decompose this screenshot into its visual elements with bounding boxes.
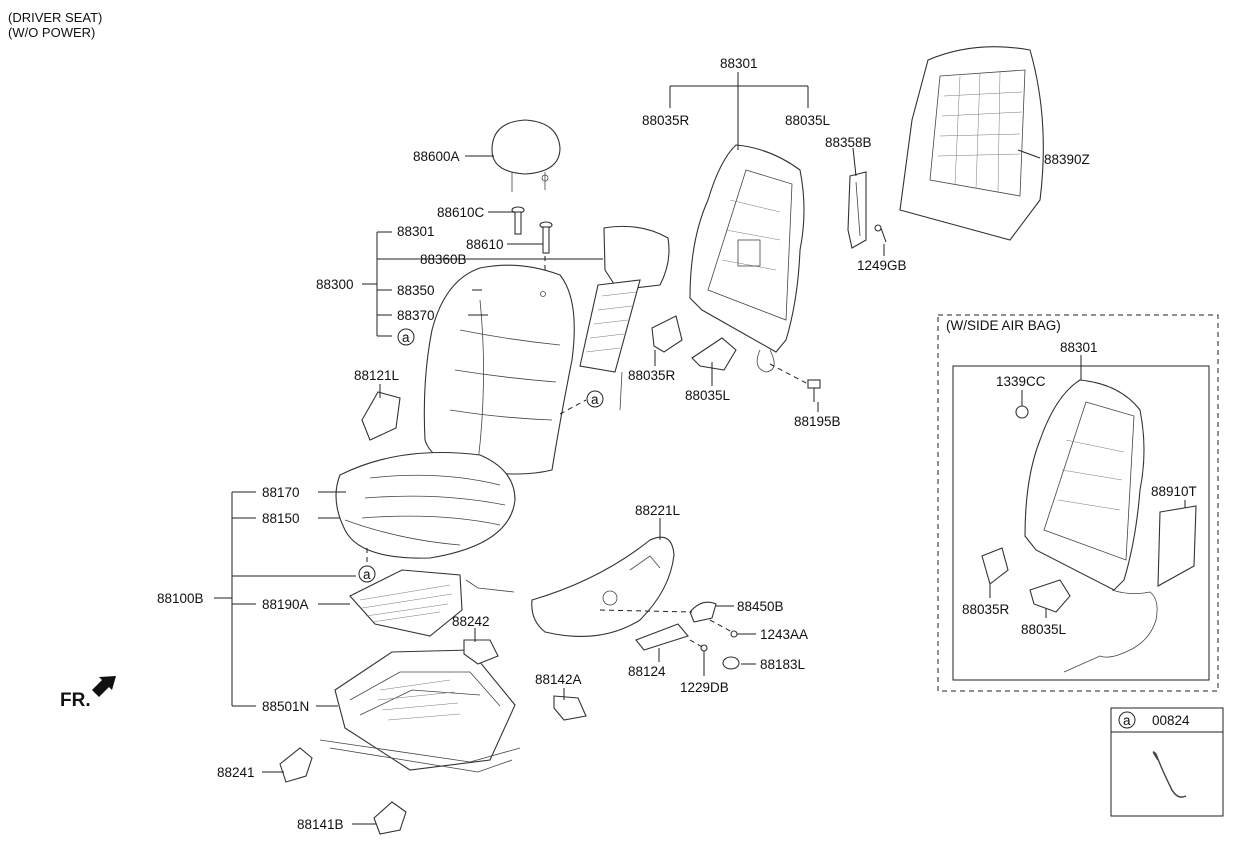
label-88610: 88610 — [466, 237, 504, 252]
front-arrow-icon — [92, 676, 116, 697]
label-88241: 88241 — [217, 765, 255, 780]
seat-track-frame-drawing — [319, 649, 521, 773]
callout-a-seatback: a — [397, 328, 415, 346]
label-1249GB: 1249GB — [857, 258, 907, 273]
label-88035R-mid: 88035R — [628, 368, 676, 383]
label-88100B: 88100B — [157, 591, 204, 606]
seat-cushion-drawing — [335, 451, 516, 566]
cushion-pan-drawing — [349, 569, 515, 637]
back-board-drawing — [899, 46, 1044, 241]
label-88610C: 88610C — [437, 205, 485, 220]
label-88190A: 88190A — [262, 597, 309, 612]
cover-88242-drawing — [463, 639, 499, 665]
label-88195B: 88195B — [794, 414, 841, 429]
front-direction-marker: FR. — [60, 676, 116, 711]
callout-a-pad: a — [586, 390, 604, 408]
label-88300: 88300 — [316, 277, 354, 292]
label-88124: 88124 — [628, 664, 666, 679]
side-airbag-panel: (W/SIDE AIR BAG) 88301 1339CC 88910T 880… — [937, 314, 1219, 692]
label-88301-top: 88301 — [720, 56, 758, 71]
bolt-88195B-drawing — [769, 363, 821, 402]
cap-88183L-drawing — [722, 656, 740, 670]
label-88390Z: 88390Z — [1044, 152, 1090, 167]
back-frame-drawing — [689, 144, 805, 373]
airbag-label-88910T: 88910T — [1151, 484, 1197, 499]
label-88358B: 88358B — [825, 135, 872, 150]
callout-a-text: a — [591, 392, 599, 407]
callout-a-text: a — [402, 330, 410, 345]
callout-a-text: a — [363, 567, 371, 582]
wire-clip-drawing — [1152, 751, 1187, 798]
label-1243AA: 1243AA — [760, 627, 808, 642]
side-shield-drawing — [531, 536, 675, 637]
header-wo-power: (W/O POWER) — [8, 25, 95, 40]
screw-1229DB-drawing — [700, 644, 708, 676]
header-driver-seat: (DRIVER SEAT) — [8, 10, 102, 25]
label-88035L-mid: 88035L — [685, 388, 731, 403]
airbag-label-88035L: 88035L — [1021, 622, 1067, 637]
label-88121L: 88121L — [354, 368, 400, 383]
callout-a-cushion: a — [358, 565, 376, 583]
knob-88450B-drawing — [689, 601, 717, 623]
label-88170: 88170 — [262, 485, 300, 500]
label-88600A: 88600A — [413, 149, 460, 164]
label-88350: 88350 — [397, 283, 435, 298]
label-88301-group: 88301 — [397, 224, 435, 239]
label-88035L-top: 88035L — [785, 113, 831, 128]
cover-88142A-drawing — [553, 695, 587, 721]
lever-88124-drawing — [635, 623, 689, 651]
label-88450B: 88450B — [737, 599, 784, 614]
bracket-88035L-mid-drawing — [691, 337, 737, 371]
seat-back-cushion-drawing — [423, 264, 575, 475]
label-88360B: 88360B — [420, 252, 467, 267]
label-88501N: 88501N — [262, 699, 309, 714]
bracket-88035R-mid-drawing — [651, 315, 683, 353]
screw-1243AA-drawing — [730, 630, 756, 638]
airbag-label-1339CC: 1339CC — [996, 374, 1046, 389]
label-88141B: 88141B — [297, 817, 344, 832]
front-label: FR. — [60, 690, 91, 711]
airbag-panel-title: (W/SIDE AIR BAG) — [946, 318, 1061, 333]
clip-88121L-drawing — [361, 391, 401, 441]
bolt-1249GB-drawing — [874, 224, 887, 243]
airbag-label-88035R: 88035R — [962, 602, 1010, 617]
label-88370: 88370 — [397, 308, 435, 323]
label-88142A: 88142A — [535, 672, 582, 687]
label-88221L: 88221L — [635, 503, 681, 518]
legend-symbol: a — [1123, 713, 1131, 728]
legend-panel: a 00824 — [1110, 707, 1224, 817]
legend-part-number: 00824 — [1152, 713, 1190, 728]
cover-88141B-drawing — [373, 801, 407, 835]
guide-88610C-drawing — [511, 206, 525, 235]
headrest-drawing — [491, 119, 561, 192]
cover-88241-drawing — [279, 747, 313, 783]
label-88242: 88242 — [452, 614, 490, 629]
label-88183L: 88183L — [760, 657, 806, 672]
back-pad-drawing — [579, 225, 670, 411]
bracket-88358B-drawing — [847, 171, 867, 249]
label-88035R-top: 88035R — [642, 113, 690, 128]
label-88150: 88150 — [262, 511, 300, 526]
label-1229DB: 1229DB — [680, 680, 729, 695]
airbag-label-88301: 88301 — [1060, 340, 1098, 355]
